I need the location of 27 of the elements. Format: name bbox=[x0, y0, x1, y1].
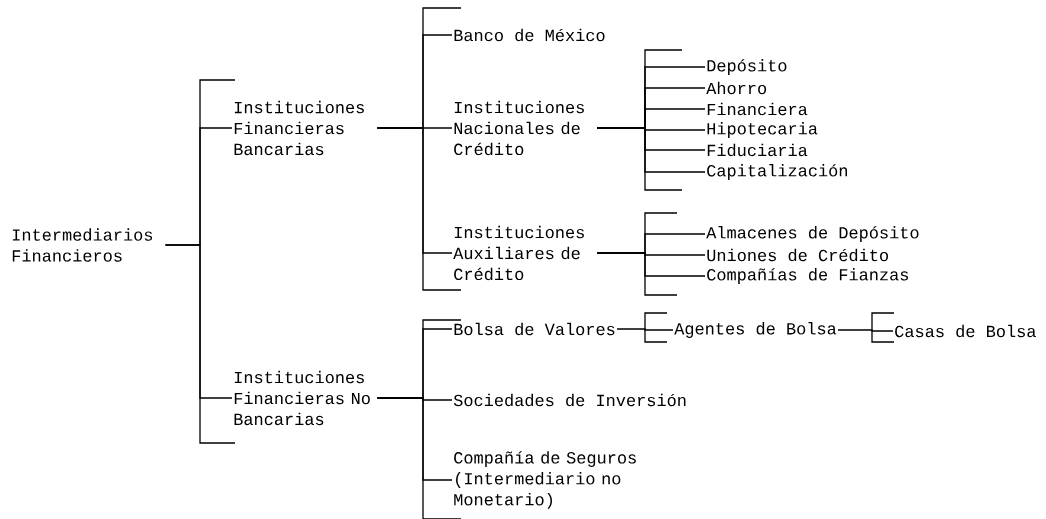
category-label: Depósito bbox=[707, 59, 787, 75]
category-label: Financiera bbox=[707, 102, 808, 116]
category-label: Instituciones Financieras Bancarias bbox=[234, 100, 364, 156]
connector bbox=[376, 397, 453, 481]
category-label: Ahorro bbox=[706, 81, 767, 95]
category-label: Compañías de Fianzas bbox=[707, 268, 909, 284]
connector bbox=[376, 127, 453, 254]
category-label: Sociedades de Inversión bbox=[453, 393, 686, 407]
category-label: Intermediarios Financieros bbox=[12, 228, 153, 262]
connector bbox=[837, 329, 894, 332]
category-label: Bolsa de Valores bbox=[454, 322, 615, 336]
category-label: Instituciones Auxiliares de Crédito bbox=[453, 225, 584, 281]
category-label: Agentes de Bolsa bbox=[674, 322, 837, 338]
category-label: Capitalización bbox=[707, 164, 847, 180]
category-label: Casas de Bolsa bbox=[895, 324, 1036, 338]
connector bbox=[616, 328, 674, 331]
category-label: Almacenes de Depósito bbox=[706, 226, 919, 242]
category-label: Instituciones Nacionales de Crédito bbox=[454, 100, 584, 156]
category-label: Banco de México bbox=[454, 28, 605, 42]
category-label: Hipotecaria bbox=[707, 122, 818, 138]
connector bbox=[164, 244, 233, 399]
connector bbox=[596, 252, 706, 277]
category-label: Instituciones Financieras No Bancarias bbox=[234, 370, 370, 426]
category-label: Compañía de Seguros (Intermediario no Monetario) bbox=[454, 451, 636, 509]
connector bbox=[596, 127, 706, 173]
category-label: Fiduciaria bbox=[707, 143, 808, 157]
category-label: Uniones de Crédito bbox=[707, 248, 889, 262]
